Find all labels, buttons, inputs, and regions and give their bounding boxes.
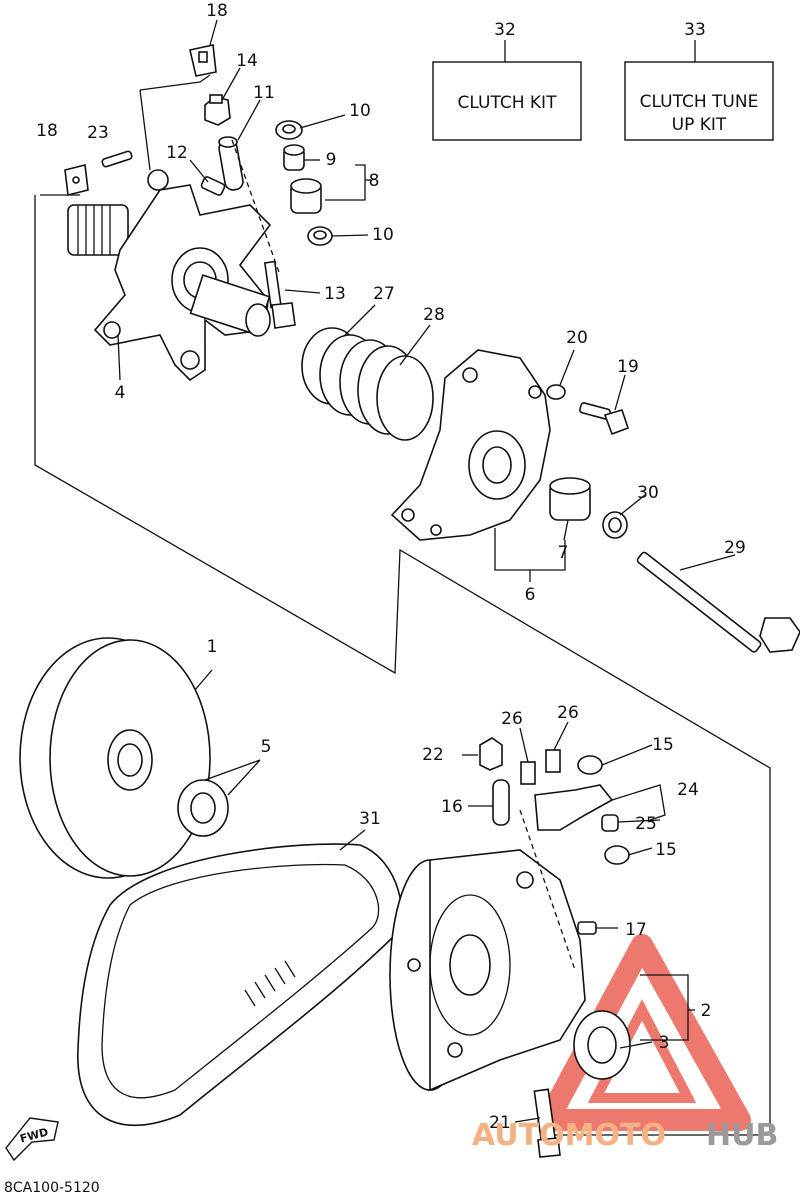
part-drive-belt xyxy=(77,843,403,1127)
callout-12: 12 xyxy=(166,143,188,163)
part-pin-16 xyxy=(492,779,510,826)
part-weight-18-left xyxy=(64,164,89,196)
part-fixed-sheave-hub xyxy=(67,169,272,382)
part-movable-sheave xyxy=(19,637,211,879)
part-ramp-24 xyxy=(534,784,614,831)
watermark-part1: AUTOMOTO xyxy=(472,1118,666,1153)
part-bolt-13 xyxy=(263,260,296,329)
callout-3: 3 xyxy=(659,1033,670,1053)
part-collar-3 xyxy=(573,1010,631,1080)
part-nut-22 xyxy=(479,737,503,771)
callout-14: 14 xyxy=(236,51,258,71)
callout-21: 21 xyxy=(489,1113,511,1133)
kit-number-33: 33 xyxy=(684,20,706,40)
part-bushing-8 xyxy=(290,178,322,214)
callout-26-left: 26 xyxy=(501,709,523,729)
callout-30: 30 xyxy=(637,483,659,503)
part-secondary-sheave xyxy=(389,849,586,1092)
callout-18-left: 18 xyxy=(36,121,58,141)
part-screw-17 xyxy=(577,921,597,935)
callout-15-upper: 15 xyxy=(652,735,674,755)
part-bolt-12 xyxy=(200,176,226,196)
callout-10-upper: 10 xyxy=(349,101,371,121)
callout-24: 24 xyxy=(677,780,699,800)
callout-8: 8 xyxy=(369,171,380,191)
part-bushing-9 xyxy=(283,144,305,171)
part-bushing-5 xyxy=(177,779,229,837)
part-nut-14 xyxy=(204,94,231,126)
callout-31: 31 xyxy=(359,809,381,829)
callout-9: 9 xyxy=(326,150,337,170)
callout-17: 17 xyxy=(625,920,647,940)
callout-29: 29 xyxy=(724,538,746,558)
part-washer-15-lower xyxy=(604,845,630,865)
part-washer-10-upper xyxy=(275,120,303,140)
part-spider-cover xyxy=(390,349,551,541)
callout-labels: 18 14 11 10 9 8 10 18 23 12 13 4 27 28 2… xyxy=(36,1,746,1133)
callout-20: 20 xyxy=(566,328,588,348)
clutch-tune-up-kit-box: 33 CLUTCH TUNE UP KIT xyxy=(624,20,774,141)
part-bushing-25 xyxy=(601,814,619,832)
callout-2: 2 xyxy=(701,1001,712,1021)
part-screw-26-a xyxy=(520,761,536,785)
kit-label-tune-line1: CLUTCH TUNE xyxy=(640,92,759,112)
callout-23: 23 xyxy=(87,123,109,143)
callout-1: 1 xyxy=(207,637,218,657)
callout-13: 13 xyxy=(324,284,346,304)
part-primary-spring xyxy=(301,327,434,441)
callout-28: 28 xyxy=(423,305,445,325)
kit-number-32: 32 xyxy=(494,20,516,40)
callout-25: 25 xyxy=(635,814,657,834)
part-washer-15-upper xyxy=(577,755,603,775)
callout-4: 4 xyxy=(115,383,126,403)
part-bolt-19 xyxy=(579,402,630,436)
kit-label-tune-line2: UP KIT xyxy=(672,115,727,135)
kit-label-clutch-kit: CLUTCH KIT xyxy=(458,93,558,113)
part-washer-20 xyxy=(546,384,566,400)
clutch-kit-box: 32 CLUTCH KIT xyxy=(432,20,582,141)
callout-16: 16 xyxy=(441,797,463,817)
callout-15-lower: 15 xyxy=(655,840,677,860)
part-washer-30 xyxy=(602,511,628,539)
part-pin-23 xyxy=(101,150,133,168)
callout-5: 5 xyxy=(261,737,272,757)
callout-7: 7 xyxy=(558,543,569,563)
watermark-text: AUTOMOTO HUB xyxy=(472,1118,778,1153)
callout-11: 11 xyxy=(253,83,275,103)
callout-18-top: 18 xyxy=(206,1,228,21)
callout-19: 19 xyxy=(617,357,639,377)
callout-26-right: 26 xyxy=(557,703,579,723)
callout-10-lower: 10 xyxy=(372,225,394,245)
watermark-part2: HUB xyxy=(706,1118,778,1153)
part-long-bolt-29 xyxy=(636,551,800,653)
part-washer-10-lower xyxy=(307,226,333,246)
callout-22: 22 xyxy=(422,745,444,765)
leader-lines xyxy=(117,19,736,1123)
fwd-arrow-icon: FWD xyxy=(5,1117,59,1162)
part-bushing-7 xyxy=(549,477,591,521)
callout-6: 6 xyxy=(525,585,536,605)
callout-27: 27 xyxy=(373,284,395,304)
part-spring-seat-18-top xyxy=(189,44,217,77)
drawing-code: 8CA100-5120 xyxy=(4,1180,100,1196)
assembly-frame-lines xyxy=(34,194,771,1136)
part-screw-26-b xyxy=(545,749,561,773)
